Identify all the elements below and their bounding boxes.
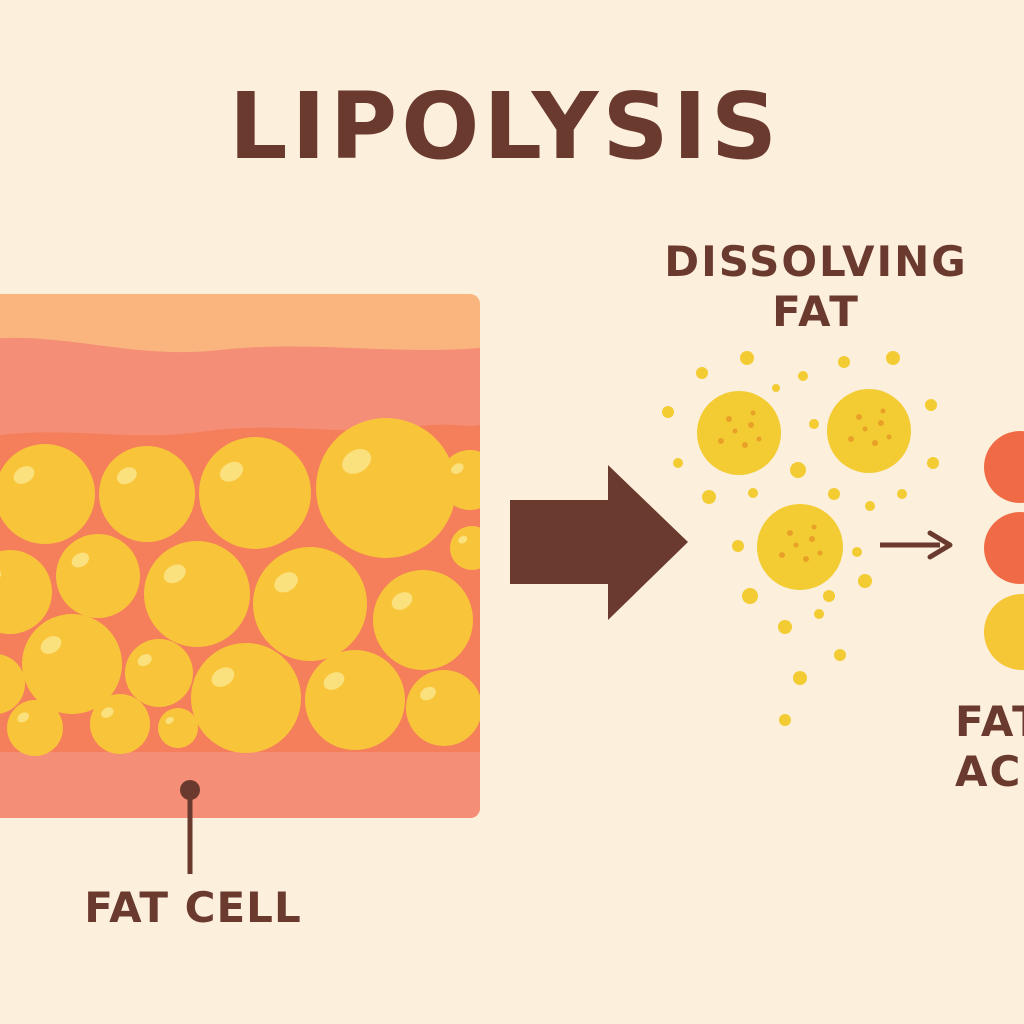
page-title: LIPOLYSIS [229, 73, 781, 180]
fat-cell [0, 654, 25, 714]
skin-bottom-layer [0, 752, 480, 818]
fat-particle [798, 371, 808, 381]
dissolving-fat-label-line1: DISSOLVING [664, 237, 968, 286]
fat-particle [740, 351, 754, 365]
fat-cell [316, 418, 456, 558]
big-right-arrow-icon [510, 465, 688, 620]
fat-particle [742, 588, 758, 604]
fat-cell [450, 526, 480, 570]
fat-particle [852, 547, 862, 557]
fat-particle [834, 649, 846, 661]
fat-particle [927, 457, 939, 469]
fat-particle [865, 501, 875, 511]
fatty-acid-circle-bottom [984, 594, 1024, 670]
fat-cell [90, 694, 150, 754]
fat-particle [696, 367, 708, 379]
fatty-acid-circle-middle [984, 512, 1024, 584]
fat-cell [191, 643, 301, 753]
fat-droplet [827, 389, 911, 473]
fat-particle [925, 399, 937, 411]
fat-particle [662, 406, 674, 418]
fat-cell [373, 570, 473, 670]
fat-cell [99, 446, 195, 542]
fat-particle [828, 488, 840, 500]
fat-cell-pointer-dot [180, 780, 200, 800]
fat-particle [814, 609, 824, 619]
fat-particle [779, 714, 791, 726]
fat-cell [0, 550, 52, 634]
dissolving-particles [662, 351, 939, 726]
fat-particle [772, 384, 780, 392]
fat-cell [253, 547, 367, 661]
fat-cell [199, 437, 311, 549]
fat-particle [793, 671, 807, 685]
fat-particle [790, 462, 806, 478]
fat-particle [897, 489, 907, 499]
skin-tissue-block [0, 294, 480, 818]
fat-particle [778, 620, 792, 634]
fat-cell [305, 650, 405, 750]
fat-cell [56, 534, 140, 618]
fat-particle [858, 574, 872, 588]
fat-cell [7, 700, 63, 756]
fat-particle [673, 458, 683, 468]
fat-cell [406, 670, 480, 746]
fat-droplet [757, 504, 843, 590]
fat-cell [125, 639, 193, 707]
fatty-acid-circle-top [984, 431, 1024, 503]
fat-cell [158, 708, 198, 748]
fat-droplet [697, 391, 781, 475]
fat-particle [732, 540, 744, 552]
fat-cell [0, 444, 95, 544]
fatty-acids-label-line2: AC [955, 747, 1022, 796]
fat-particle [838, 356, 850, 368]
dissolving-fat-label-line2: FAT [772, 287, 860, 336]
fat-particle [809, 419, 819, 429]
fatty-acids-label-line1: FAT [955, 697, 1024, 746]
fat-cell [144, 541, 250, 647]
fat-particle [748, 488, 758, 498]
small-right-arrow-icon [880, 530, 953, 560]
fat-cell [440, 450, 480, 510]
dissolving-droplets [697, 389, 911, 590]
fat-cell-cluster [0, 418, 480, 756]
fat-particle [702, 490, 716, 504]
fat-cell-label: FAT CELL [84, 883, 301, 932]
fat-particle [823, 590, 835, 602]
fat-cell [22, 614, 122, 714]
fat-particle [886, 351, 900, 365]
